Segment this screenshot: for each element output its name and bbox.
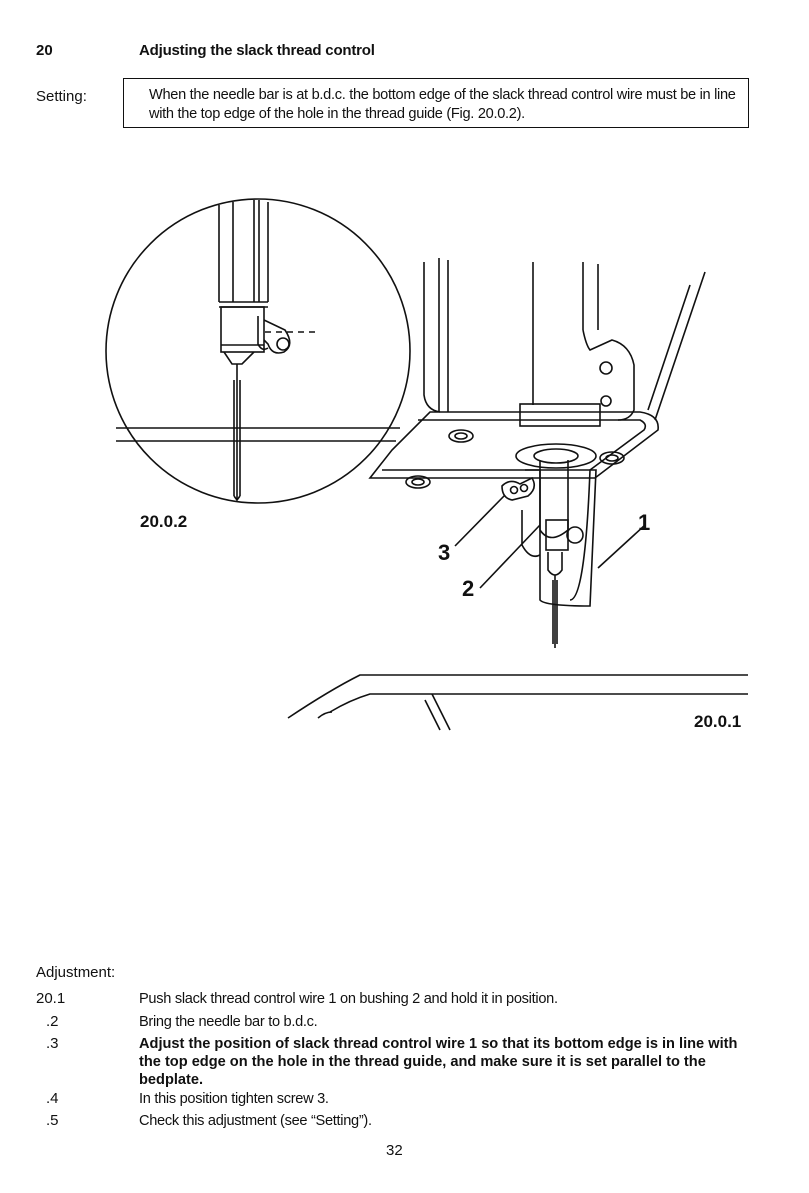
setting-box: When the needle bar is at b.d.c. the bot… bbox=[123, 78, 749, 128]
figure-label-detail: 20.0.2 bbox=[140, 512, 188, 531]
page-number: 32 bbox=[386, 1142, 403, 1159]
section-title: Adjusting the slack thread control bbox=[139, 42, 375, 59]
callout-2: 2 bbox=[462, 576, 475, 601]
setting-label: Setting: bbox=[36, 88, 87, 105]
callout-3: 3 bbox=[438, 540, 451, 565]
step-number: .5 bbox=[46, 1112, 59, 1129]
step-number: 20.1 bbox=[36, 990, 66, 1007]
callout-1: 1 bbox=[638, 510, 651, 535]
figure-label-main: 20.0.1 bbox=[694, 712, 742, 731]
section-number: 20 bbox=[36, 42, 53, 59]
step-text: Check this adjustment (see “Setting”). bbox=[139, 1113, 372, 1129]
adjustment-label: Adjustment: bbox=[36, 964, 116, 981]
step-number: .4 bbox=[46, 1090, 59, 1107]
step-text: Adjust the position of slack thread cont… bbox=[139, 1036, 738, 1088]
step-text: In this position tighten screw 3. bbox=[139, 1091, 329, 1107]
adjustment-illustration bbox=[105, 198, 748, 731]
step-text: Bring the needle bar to b.d.c. bbox=[139, 1014, 318, 1030]
step-number: .2 bbox=[46, 1013, 59, 1030]
detail-needle-bar bbox=[116, 200, 400, 502]
setting-text: When the needle bar is at b.d.c. the bot… bbox=[149, 87, 736, 122]
step-number: .3 bbox=[46, 1035, 59, 1052]
step-text: Push slack thread control wire 1 on bush… bbox=[139, 991, 558, 1007]
main-machine-drawing bbox=[287, 258, 748, 731]
detail-circle bbox=[105, 198, 411, 504]
